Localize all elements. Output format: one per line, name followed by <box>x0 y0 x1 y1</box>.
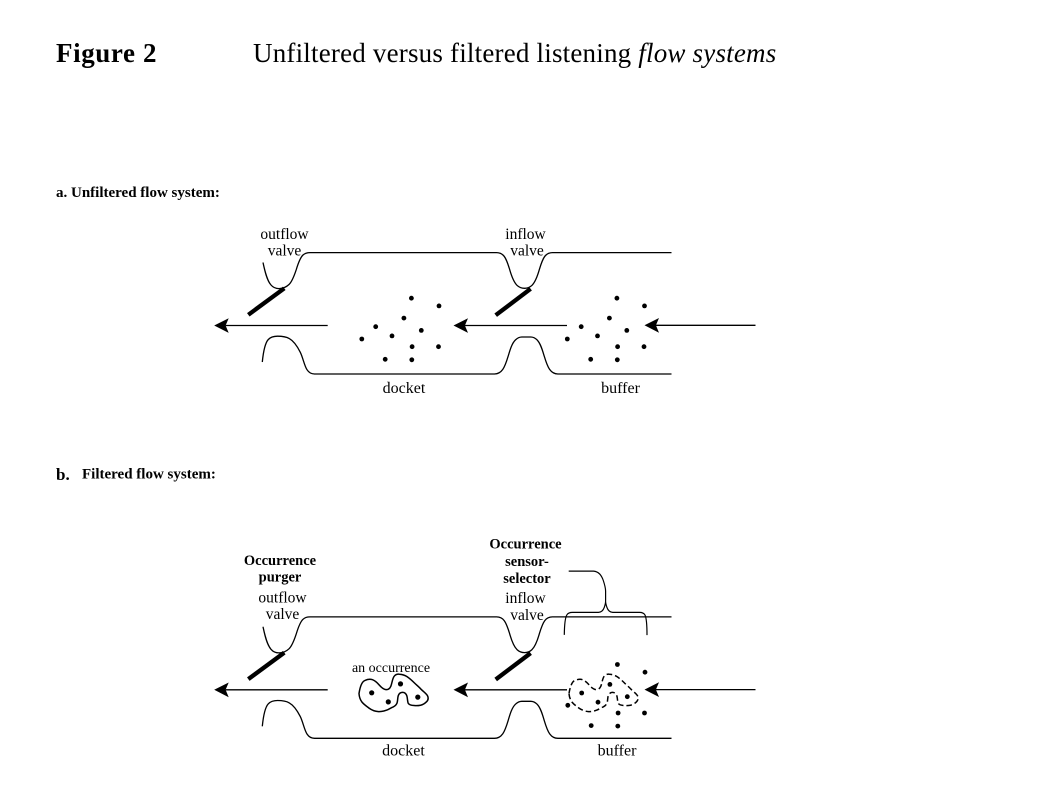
svg-text:docket: docket <box>383 380 426 397</box>
svg-text:docket: docket <box>382 743 425 760</box>
svg-text:Filtered flow system:: Filtered flow system: <box>82 467 216 483</box>
svg-text:buffer: buffer <box>601 380 640 397</box>
svg-text:buffer: buffer <box>598 743 637 760</box>
svg-text:inflow: inflow <box>505 226 546 243</box>
svg-text:valve: valve <box>510 607 544 624</box>
svg-text:a. Unfiltered flow system:: a. Unfiltered flow system: <box>56 185 220 201</box>
svg-text:valve: valve <box>266 606 300 623</box>
svg-text:valve: valve <box>510 243 544 260</box>
svg-text:Occurrence: Occurrence <box>489 537 562 553</box>
svg-text:an occurrence: an occurrence <box>352 661 430 676</box>
svg-text:Figure 2: Figure 2 <box>56 38 157 68</box>
svg-text:Occurrence: Occurrence <box>244 553 317 569</box>
svg-text:outflow: outflow <box>260 226 309 243</box>
svg-text:sensor-: sensor- <box>505 554 549 570</box>
svg-text:inflow: inflow <box>505 590 546 607</box>
svg-text:valve: valve <box>268 243 302 260</box>
svg-text:Unfiltered versus filtered lis: Unfiltered versus filtered listening flo… <box>253 38 776 68</box>
svg-text:b.: b. <box>56 465 70 484</box>
svg-text:outflow: outflow <box>258 590 307 607</box>
svg-text:purger: purger <box>259 570 302 586</box>
svg-text:selector: selector <box>503 571 551 587</box>
